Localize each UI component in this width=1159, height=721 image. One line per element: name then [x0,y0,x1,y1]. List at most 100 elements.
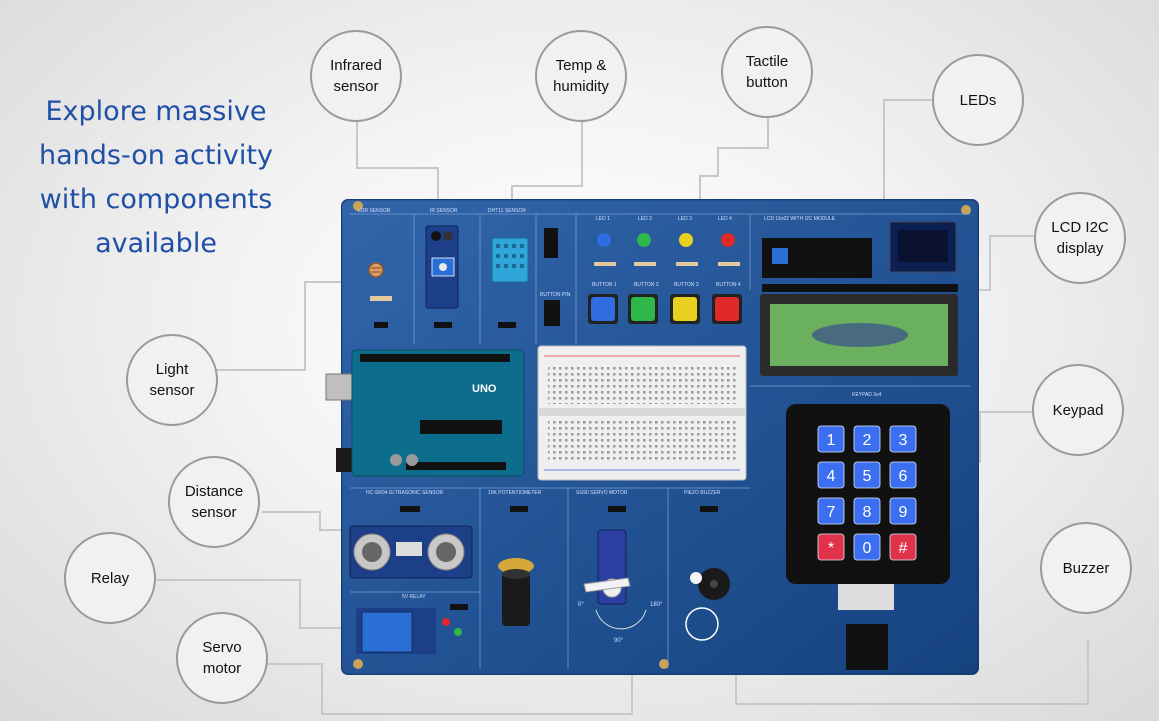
callout-infrared-line-2: sensor [333,78,379,95]
label-buzzer: PIEZO BUZZER [684,490,721,496]
label-button2: BUTTON 2 [634,282,659,288]
keypad-key-label: 0 [863,540,872,557]
callout-lcd: LCD I2C display [1034,192,1126,284]
label-led4: LED 4 [718,216,732,222]
button-red [715,297,739,321]
label-keypad: KEYPAD 3x4 [852,392,882,398]
label-ir: IR SENSOR [430,208,458,214]
servo-angle-90: 90° [614,638,624,644]
callout-distance: Distance sensor [168,456,260,548]
label-button1: BUTTON 1 [592,282,617,288]
servo-motor: 0° 90° 180° [578,506,663,644]
callout-distance-line-1: Distance [184,483,244,500]
label-servo: SG90 SERVO MOTOR [576,490,628,496]
label-ldr: LDR SENSOR [358,208,391,214]
label-relay: 5V RELAY [402,594,426,600]
callout-light-line-1: Light [155,361,189,378]
headline-line-2: hands-on activity [39,140,273,171]
keypad-key-label: 1 [827,432,836,449]
headline-line-4: available [95,228,217,259]
keypad-key-label: * [828,540,834,557]
callout-leds: LEDs [932,54,1024,146]
callout-infrared-line-1: Infrared [330,57,382,74]
leader-relay [155,579,360,629]
arduino-board [351,349,525,477]
callout-infrared: Infrared sensor [310,30,402,122]
az-logo [685,607,719,641]
keypad-key [853,461,881,489]
callout-light-line-2: sensor [149,382,195,399]
keypad-key [817,425,845,453]
tactile-buttons [588,294,742,324]
keypad-key [889,461,917,489]
label-button4: BUTTON 4 [716,282,741,288]
breadboard [537,345,747,481]
relay-module [356,604,468,654]
headline: Explore massive hands-on activity with c… [20,90,292,266]
button-blue [591,297,615,321]
callout-relay: Relay [64,532,156,624]
label-potentiometer: 10K POTENTIOMETER [488,490,542,496]
section-dividers [350,213,970,668]
label-led2: LED 2 [638,216,652,222]
ultrasonic-sensor [349,506,473,579]
keypad-key [889,497,917,525]
callout-tactile-line-1: Tactile [745,53,789,70]
callout-tactile: Tactile button [721,26,813,118]
usb-port [325,373,357,401]
keypad-key-label: 6 [899,468,908,485]
led-yellow [679,233,693,247]
keypad-key-label: 3 [899,432,908,449]
label-dht11: DHT11 SENSOR [488,208,526,214]
callout-temp: Temp &humidity [535,30,627,122]
callout-servo-line-1: Servo [202,639,242,656]
leader-tactile [699,118,769,294]
callout-distance-line-2: sensor [191,504,237,521]
keypad-key-label: 4 [827,468,836,485]
keypad-key-label: # [899,540,908,557]
arduino-label: UNO [472,383,497,395]
keypad-key [853,425,881,453]
section-labels: LDR SENSOR IR SENSOR DHT11 SENSOR LED 1 … [358,208,882,600]
ir-sensor [425,225,459,328]
keypad-key [889,425,917,453]
button-yellow [673,297,697,321]
screw [353,659,363,669]
label-led1: LED 1 [596,216,610,222]
label-button3: BUTTON 3 [674,282,699,288]
callout-tactile-line-2: button [746,74,788,91]
callout-relay-line-1: Relay [90,569,130,587]
screw [961,205,971,215]
callout-lcd-line-1: LCD I2C [1051,219,1109,236]
keypad-key-label: 7 [827,504,836,521]
callout-keypad-line-1: Keypad [1052,401,1104,419]
keypad-key [817,533,845,561]
keypad-key [853,533,881,561]
keypad-key [817,497,845,525]
callout-lcd-line-2: display [1056,240,1104,257]
button-green [631,297,655,321]
callout-keypad: Keypad [1032,364,1124,456]
headline-line-3: with components [39,184,273,215]
led-red [721,233,735,247]
potentiometer [498,506,534,626]
label-lcd: LCD 16x02 WITH I2C MODULE [764,216,836,222]
servo-angle-0: 0° [578,602,584,608]
keypad-key-label: 5 [863,468,872,485]
callout-light: Light sensor [126,334,218,426]
screw [659,659,669,669]
callout-buzzer: Buzzer [1040,522,1132,614]
screw [353,201,363,211]
callout-temp-line-2: humidity [553,78,609,95]
arduino-uno: UNO [325,349,525,477]
keypad-key-label: 8 [863,504,872,521]
keypad-key [889,533,917,561]
ldr-sensor [368,262,392,328]
callout-leds-line-1: LEDs [959,91,997,109]
board: LDR SENSOR IR SENSOR DHT11 SENSOR LED 1 … [325,199,979,675]
